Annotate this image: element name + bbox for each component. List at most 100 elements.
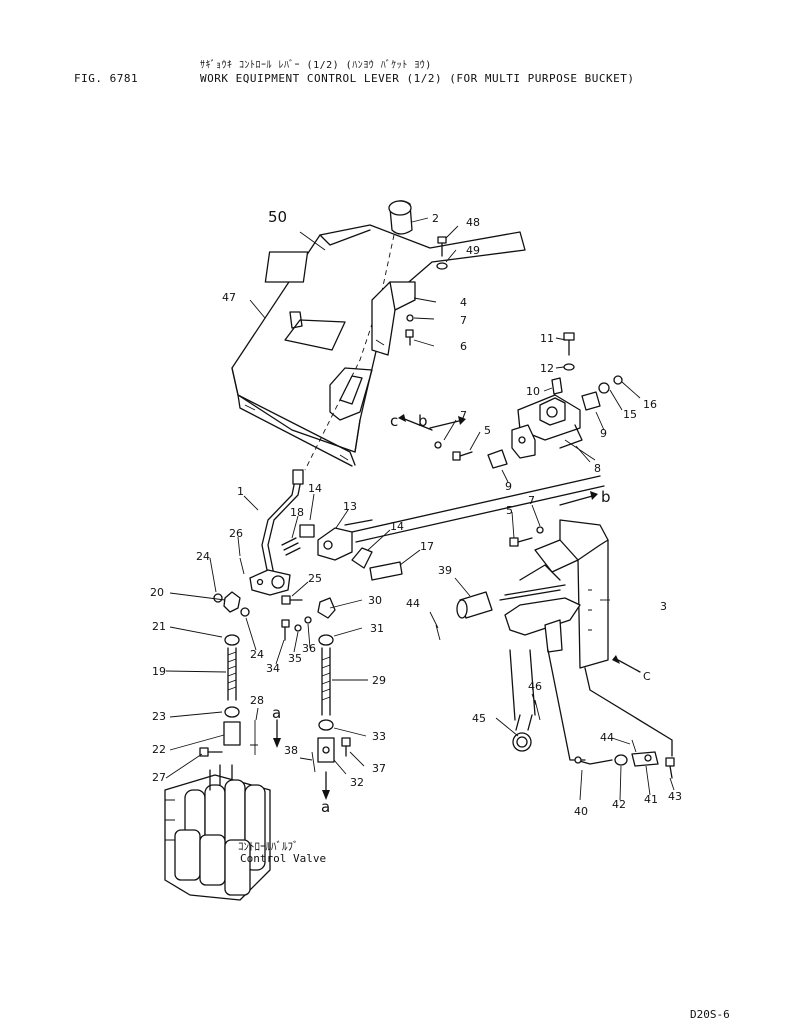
spring-45 <box>512 714 533 752</box>
callout-18: 18 <box>290 506 304 519</box>
bushing-9b <box>487 449 508 469</box>
callout-40: 40 <box>574 805 588 818</box>
bolt-11 <box>563 332 575 356</box>
leader-lines <box>165 217 675 801</box>
callout-5b: 5 <box>506 504 513 517</box>
callout-49: 49 <box>466 244 480 257</box>
callout-7a: 7 <box>460 314 467 327</box>
washer-15 <box>598 382 610 394</box>
bolt-5b <box>509 537 533 547</box>
pin-17 <box>369 561 403 581</box>
callout-46: 46 <box>528 680 542 693</box>
bolt-34 <box>281 619 290 641</box>
arrow-b-right <box>559 494 597 506</box>
nipple-10 <box>551 377 563 395</box>
washer-7c <box>536 526 544 534</box>
callout-34: 34 <box>266 662 280 675</box>
lever-base <box>249 569 291 596</box>
bracket-4 <box>371 281 416 356</box>
ref-c-left: c <box>390 412 398 430</box>
title-japanese: ｻｷﾞｮｳｷ ｺﾝﾄﾛｰﾙ ﾚﾊﾞｰ (1/2) (ﾊﾝﾖｳ ﾊﾞｹｯﾄ ﾖｳ) <box>200 60 432 71</box>
callout-37: 37 <box>372 762 386 775</box>
control-valve <box>164 764 271 901</box>
callout-12: 12 <box>540 362 554 375</box>
callout-44a: 44 <box>406 597 420 610</box>
lever-arm <box>499 564 581 653</box>
rod-19 <box>227 647 237 701</box>
pin-44a <box>435 624 441 641</box>
callout-2: 2 <box>432 212 439 225</box>
callout-4: 4 <box>460 296 467 309</box>
callout-16: 16 <box>643 398 657 411</box>
ring-16 <box>613 375 623 385</box>
callout-27: 27 <box>152 771 166 784</box>
pin-44b <box>631 739 637 753</box>
callout-22: 22 <box>152 743 166 756</box>
washer-49 <box>436 262 448 270</box>
lever-bracket-13 <box>317 519 373 561</box>
pin-28 <box>250 720 258 755</box>
bolt-43 <box>665 757 675 779</box>
washer-24a <box>213 593 223 603</box>
clevis-22 <box>223 721 241 746</box>
washer-24b <box>240 607 250 617</box>
control-valve-label-en: Control Valve <box>240 852 326 865</box>
bolt-48 <box>437 236 447 257</box>
arrow-c-right <box>617 659 641 673</box>
callout-23: 23 <box>152 710 166 723</box>
washer-36 <box>304 616 312 624</box>
washer-7b <box>434 441 442 449</box>
bracket-8 <box>511 394 583 459</box>
joint-20 <box>223 591 241 613</box>
callout-31: 31 <box>370 622 384 635</box>
callout-39: 39 <box>438 564 452 577</box>
bolt-6 <box>405 329 414 346</box>
bushing-14b <box>351 547 373 569</box>
callout-11: 11 <box>540 332 554 345</box>
callout-20: 20 <box>150 586 164 599</box>
nut-42 <box>614 754 628 766</box>
long-rod <box>351 475 601 533</box>
callout-35: 35 <box>288 652 302 665</box>
callout-28: 28 <box>250 694 264 707</box>
title-english: WORK EQUIPMENT CONTROL LEVER (1/2) (FOR … <box>200 72 635 85</box>
bushing-9a <box>581 391 601 411</box>
washer-12 <box>563 363 575 371</box>
ref-b-right: b <box>601 488 611 506</box>
callout-19: 19 <box>152 665 166 678</box>
bushing-14a <box>299 524 315 538</box>
callout-50: 50 <box>268 208 287 226</box>
callout-10: 10 <box>526 385 540 398</box>
callout-33: 33 <box>372 730 386 743</box>
callout-17: 17 <box>420 540 434 553</box>
callout-3: 3 <box>660 600 667 613</box>
callout-42: 42 <box>612 798 626 811</box>
callout-43: 43 <box>668 790 682 803</box>
callout-30: 30 <box>368 594 382 607</box>
figure-number: FIG. 6781 <box>74 72 139 85</box>
washer-7a <box>406 314 414 322</box>
callout-9b: 9 <box>505 480 512 493</box>
callout-41: 41 <box>644 793 658 806</box>
ref-a-bottom: a <box>321 798 330 816</box>
washer-35 <box>294 624 302 632</box>
bracket-3 <box>534 519 609 669</box>
rod-29 <box>321 647 331 716</box>
callout-47: 47 <box>222 291 236 304</box>
rod-tip <box>292 469 304 485</box>
spring-18 <box>281 537 301 556</box>
callout-14b: 14 <box>390 520 404 533</box>
nut-33 <box>318 719 334 731</box>
callout-15: 15 <box>623 408 637 421</box>
bolt-27 <box>199 747 223 757</box>
nut-21 <box>224 634 240 646</box>
joint-30 <box>317 597 336 619</box>
callout-13: 13 <box>343 500 357 513</box>
nut-31 <box>318 634 334 646</box>
callout-24a: 24 <box>196 550 210 563</box>
callout-6: 6 <box>460 340 467 353</box>
callout-26: 26 <box>229 527 243 540</box>
callout-21: 21 <box>152 620 166 633</box>
nut-23 <box>224 706 240 718</box>
callout-8: 8 <box>594 462 601 475</box>
